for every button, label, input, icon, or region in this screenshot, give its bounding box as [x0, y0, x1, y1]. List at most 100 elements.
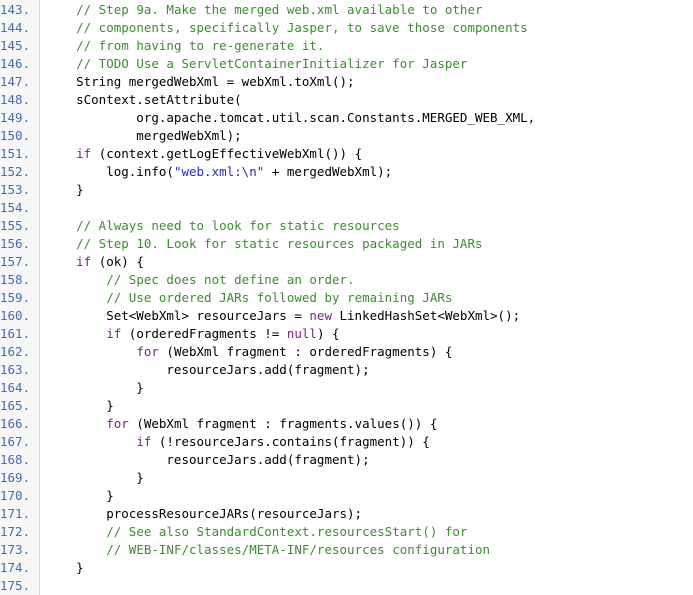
code-line: 171. processResourceJARs(resourceJars);	[0, 505, 693, 523]
code-keyword: for	[136, 344, 159, 359]
code-token: Set<WebXml> resourceJars =	[46, 308, 310, 323]
code-line: 164. }	[0, 379, 693, 397]
code-line: 170. }	[0, 487, 693, 505]
code-text: }	[46, 469, 144, 487]
code-token: org.apache.tomcat.util.scan.Constants.ME…	[46, 110, 536, 125]
code-keyword: for	[106, 416, 129, 431]
code-comment: // Use ordered JARs followed by remainin…	[106, 290, 453, 305]
code-text: // Always need to look for static resour…	[46, 217, 400, 235]
code-token	[46, 20, 76, 35]
code-line: 162. for (WebXml fragment : orderedFragm…	[0, 343, 693, 361]
code-token	[46, 434, 136, 449]
code-token: mergedWebXml);	[46, 128, 242, 143]
code-text: String mergedWebXml = webXml.toXml();	[46, 73, 354, 91]
code-line: 161. if (orderedFragments != null) {	[0, 325, 693, 343]
code-line: 151. if (context.getLogEffectiveWebXml()…	[0, 145, 693, 163]
line-number: 172.	[0, 524, 31, 539]
line-number: 159.	[0, 290, 31, 305]
code-line: 152. log.info("web.xml:\n" + mergedWebXm…	[0, 163, 693, 181]
line-number: 158.	[0, 272, 31, 287]
code-token	[46, 272, 106, 287]
code-text: org.apache.tomcat.util.scan.Constants.ME…	[46, 109, 535, 127]
line-number: 147.	[0, 74, 31, 89]
code-string: "web.xml:\n"	[173, 164, 265, 179]
code-text: // See also StandardContext.resourcesSta…	[46, 523, 467, 541]
code-text: // Step 9a. Make the merged web.xml avai…	[46, 1, 482, 19]
code-line: 148. sContext.setAttribute(	[0, 91, 693, 109]
code-line: 174. }	[0, 559, 693, 577]
code-token	[46, 236, 76, 251]
code-text: // Use ordered JARs followed by remainin…	[46, 289, 452, 307]
line-number: 175.	[0, 578, 31, 593]
code-comment: // Always need to look for static resour…	[76, 218, 400, 233]
code-text: log.info("web.xml:\n" + mergedWebXml);	[46, 163, 392, 181]
line-number: 168.	[0, 452, 31, 467]
line-number: 164.	[0, 380, 31, 395]
code-text: mergedWebXml);	[46, 127, 242, 145]
code-text: }	[46, 181, 84, 199]
code-keyword: null	[286, 326, 317, 341]
code-token: }	[46, 470, 144, 485]
code-keyword: if	[106, 326, 122, 341]
code-line: 144. // components, specifically Jasper,…	[0, 19, 693, 37]
code-text: }	[46, 379, 144, 397]
code-token: ) {	[316, 326, 340, 341]
code-token	[46, 542, 106, 557]
code-token: LinkedHashSet<WebXml>();	[331, 308, 521, 323]
code-line: 175.	[0, 577, 693, 595]
line-number: 174.	[0, 560, 31, 575]
code-comment: // from having to re-generate it.	[76, 38, 325, 53]
code-line: 167. if (!resourceJars.contains(fragment…	[0, 433, 693, 451]
line-number: 148.	[0, 92, 31, 107]
line-number: 145.	[0, 38, 31, 53]
code-text: processResourceJARs(resourceJars);	[46, 505, 362, 523]
code-text: if (orderedFragments != null) {	[46, 325, 340, 343]
code-line: 166. for (WebXml fragment : fragments.va…	[0, 415, 693, 433]
code-comment: // Spec does not define an order.	[106, 272, 355, 287]
line-number: 143.	[0, 2, 31, 17]
code-text: Set<WebXml> resourceJars = new LinkedHas…	[46, 307, 520, 325]
code-line: 147. String mergedWebXml = webXml.toXml(…	[0, 73, 693, 91]
code-text: // TODO Use a ServletContainerInitialize…	[46, 55, 467, 73]
code-token	[46, 254, 76, 269]
line-number: 155.	[0, 218, 31, 233]
code-text: // Step 10. Look for static resources pa…	[46, 235, 483, 253]
line-number: 171.	[0, 506, 31, 521]
line-number: 151.	[0, 146, 31, 161]
code-token: }	[46, 398, 114, 413]
code-line: 154.	[0, 199, 693, 217]
code-token: processResourceJARs(resourceJars);	[46, 506, 363, 521]
code-line: 150. mergedWebXml);	[0, 127, 693, 145]
line-number: 144.	[0, 20, 31, 35]
code-token: resourceJars.add(fragment);	[46, 362, 370, 377]
line-number: 170.	[0, 488, 31, 503]
code-keyword: if	[136, 434, 152, 449]
code-text: resourceJars.add(fragment);	[46, 361, 370, 379]
line-number: 167.	[0, 434, 31, 449]
code-token: (WebXml fragment : orderedFragments) {	[158, 344, 453, 359]
code-line: 145. // from having to re-generate it.	[0, 37, 693, 55]
code-token	[46, 2, 76, 17]
code-text: // from having to re-generate it.	[46, 37, 324, 55]
line-number-gutter	[0, 0, 40, 595]
code-token: (context.getLogEffectiveWebXml()) {	[91, 146, 363, 161]
code-line: 155. // Always need to look for static r…	[0, 217, 693, 235]
code-token	[46, 344, 136, 359]
code-text: for (WebXml fragment : fragments.values(…	[46, 415, 437, 433]
code-line: 173. // WEB-INF/classes/META-INF/resourc…	[0, 541, 693, 559]
line-number: 160.	[0, 308, 31, 323]
code-text: if (context.getLogEffectiveWebXml()) {	[46, 145, 362, 163]
line-number: 146.	[0, 56, 31, 71]
code-token	[46, 326, 106, 341]
code-line: 163. resourceJars.add(fragment);	[0, 361, 693, 379]
code-line: 169. }	[0, 469, 693, 487]
code-comment: // Step 10. Look for static resources pa…	[76, 236, 483, 251]
code-text: sContext.setAttribute(	[46, 91, 242, 109]
code-token	[46, 38, 76, 53]
code-comment: // TODO Use a ServletContainerInitialize…	[76, 56, 468, 71]
line-number: 149.	[0, 110, 31, 125]
line-number: 150.	[0, 128, 31, 143]
code-token: sContext.setAttribute(	[46, 92, 242, 107]
